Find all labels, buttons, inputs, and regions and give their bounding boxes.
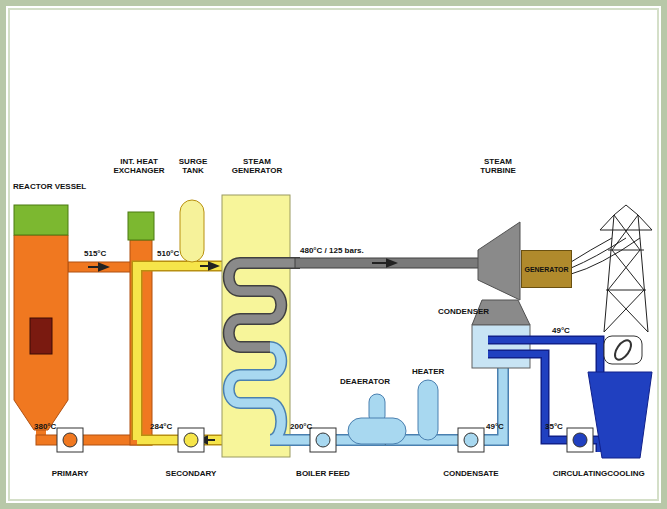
component-label: HEATER (412, 368, 444, 377)
pump-label: BOILER FEED (296, 470, 350, 479)
temperature-label: 380°C (34, 423, 56, 432)
pump-label: CIRCULATING (553, 470, 608, 479)
temperature-label: 515°C (84, 250, 106, 259)
temperature-label: 480°C / 125 bars. (300, 247, 364, 256)
temperature-label: 284°C (150, 423, 172, 432)
pump-label: PRIMARY (52, 470, 89, 479)
component-label: STEAM GENERATOR (226, 158, 288, 176)
node-text: GENERATOR (524, 266, 568, 273)
temperature-label: 49°C (552, 327, 570, 336)
pump-label: CONDENSATE (443, 470, 498, 479)
pump-label: COOLING (607, 470, 644, 479)
generator-box: GENERATOR (521, 250, 572, 288)
temperature-label: 200°C (290, 423, 312, 432)
component-label: STEAM TURBINE (468, 158, 528, 176)
pump-label: SECONDARY (166, 470, 217, 479)
component-label: REACTOR VESSEL (13, 183, 86, 192)
component-label: DEAERATOR (340, 378, 390, 387)
temperature-label: 49°C (486, 423, 504, 432)
component-label: INT. HEAT EXCHANGER (112, 158, 166, 176)
component-label: CONDENSER (438, 308, 489, 317)
temperature-label: 510°C (157, 250, 179, 259)
temperature-label: 35°C (545, 423, 563, 432)
component-label: SURGE TANK (172, 158, 214, 176)
